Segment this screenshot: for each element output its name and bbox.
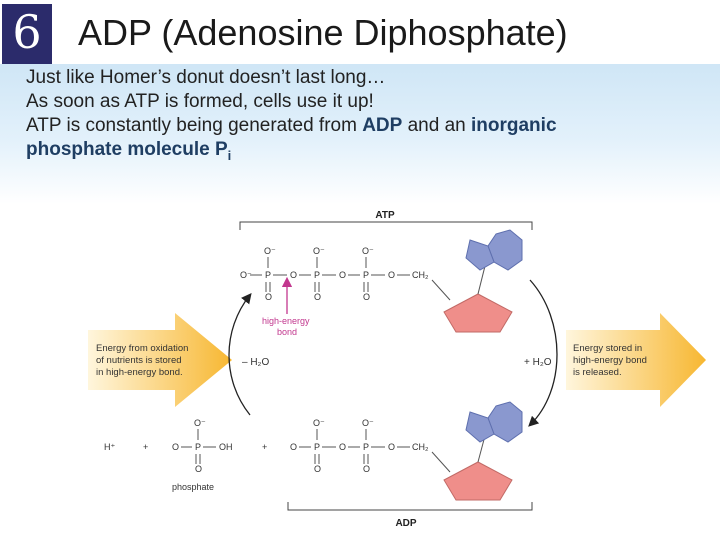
slide-number: 6 [2, 4, 52, 64]
title-bar: 6 ADP (Adenosine Diphosphate) [0, 0, 720, 64]
svg-text:O: O [339, 270, 346, 280]
svg-text:O: O [388, 442, 395, 452]
svg-text:O: O [388, 270, 395, 280]
right-arrow-line-1: Energy stored in [573, 343, 642, 354]
bullet-3-text-a: ATP is constantly being generated from [26, 115, 363, 136]
plus-sign-1: + [143, 442, 148, 452]
svg-text:O: O [339, 442, 346, 452]
bullet-3-inorganic: inorganic [471, 115, 557, 136]
svg-text:CH₂: CH₂ [412, 270, 429, 280]
adp-bracket [287, 502, 533, 511]
right-arrow-text: Energy stored in high-energy bond is rel… [573, 343, 650, 378]
bullet-3-adp: ADP [362, 115, 403, 136]
svg-text:O⁻: O⁻ [264, 246, 276, 256]
background-wash [0, 64, 720, 204]
svg-text:O⁻: O⁻ [362, 418, 374, 428]
atp-sugar-link [431, 279, 451, 301]
atp-adenine-pentagon [465, 239, 495, 271]
svg-text:O: O [265, 292, 272, 302]
right-arrow-line-2: high-energy bond [573, 355, 647, 366]
minus-water-label: – H₂O [242, 357, 269, 368]
atp-bracket [239, 221, 533, 230]
svg-text:O: O [172, 442, 179, 452]
svg-text:O⁻: O⁻ [194, 418, 206, 428]
left-energy-arrow [88, 313, 232, 407]
hydroxyl-group: OH [219, 442, 233, 452]
bullet-3-subscript: i [227, 147, 232, 163]
svg-text:O: O [363, 292, 370, 302]
svg-text:P: P [195, 442, 201, 452]
adp-ribose-pentagon [443, 461, 513, 501]
svg-text:O: O [314, 292, 321, 302]
svg-text:O⁻: O⁻ [362, 246, 374, 256]
adp-adenine-hexagon [487, 401, 523, 443]
right-arrow-line-3: is released. [573, 367, 622, 378]
svg-text:P: P [314, 270, 320, 280]
svg-text:O: O [363, 464, 370, 474]
svg-text:O: O [314, 464, 321, 474]
high-energy-bond-label: high-energy bond [262, 316, 312, 337]
high-energy-line-1: high-energy [262, 316, 310, 326]
bullet-2: As soon as ATP is formed, cells use it u… [26, 91, 374, 112]
bullet-1: Just like Homer’s donut doesn’t last lon… [26, 67, 386, 88]
hydrogen-ion: H⁺ [104, 442, 115, 452]
adp-adenine-pentagon [465, 411, 495, 443]
svg-text:O⁻: O⁻ [313, 418, 325, 428]
atp-phosphate-chain: O⁻ P O⁻ O O P O⁻ O O P O⁻ O O C [240, 246, 429, 302]
svg-text:O: O [290, 270, 297, 280]
free-phosphate: O P O⁻ O OH [172, 418, 233, 474]
bullet-list: Just like Homer’s donut doesn’t last lon… [26, 66, 706, 168]
svg-text:O: O [195, 464, 202, 474]
svg-text:P: P [363, 442, 369, 452]
plus-sign-2: + [262, 442, 267, 452]
adp-sugar-link [431, 451, 451, 473]
atp-ribose-pentagon [443, 293, 513, 333]
left-arrow-text: Energy from oxidation of nutrients is st… [96, 343, 191, 378]
reactants-adp-phosphate: H⁺ + O P O⁻ O OH phosphate + O P O⁻ O O … [104, 401, 523, 501]
atp-molecule: O⁻ P O⁻ O O P O⁻ O O P O⁻ O O C [240, 229, 523, 333]
adp-phosphate-chain: O P O⁻ O O P O⁻ O O CH₂ [290, 418, 429, 474]
svg-text:P: P [314, 442, 320, 452]
bullet-3-text-b: and an [402, 115, 471, 136]
right-energy-arrow [566, 313, 706, 407]
svg-text:O⁻: O⁻ [313, 246, 325, 256]
left-arrow-line-1: Energy from oxidation [96, 343, 188, 354]
bullet-3: ATP is constantly being generated from A… [26, 114, 706, 168]
atp-adp-cycle-diagram: ATP ADP Energy from oxidation of nutrien… [88, 210, 706, 529]
bullet-3-phosphate: phosphate molecule P [26, 139, 228, 160]
left-arrow-line-2: of nutrients is stored [96, 355, 182, 366]
hydrolysis-cycle-arrow [528, 279, 558, 427]
left-arrow-line-3: in high-energy bond. [96, 367, 183, 378]
plus-water-label: + H₂O [524, 357, 552, 368]
atp-label: ATP [375, 210, 395, 221]
svg-text:P: P [265, 270, 271, 280]
svg-text:O⁻: O⁻ [240, 270, 252, 280]
atp-adenine-hexagon [487, 229, 523, 271]
high-energy-line-2: bond [277, 327, 297, 337]
phosphate-label: phosphate [172, 482, 214, 492]
synthesis-cycle-arrow [228, 292, 252, 416]
svg-text:P: P [363, 270, 369, 280]
slide-title: ADP (Adenosine Diphosphate) [78, 12, 568, 53]
adp-label: ADP [395, 518, 416, 529]
svg-text:CH₂: CH₂ [412, 442, 429, 452]
svg-text:O: O [290, 442, 297, 452]
